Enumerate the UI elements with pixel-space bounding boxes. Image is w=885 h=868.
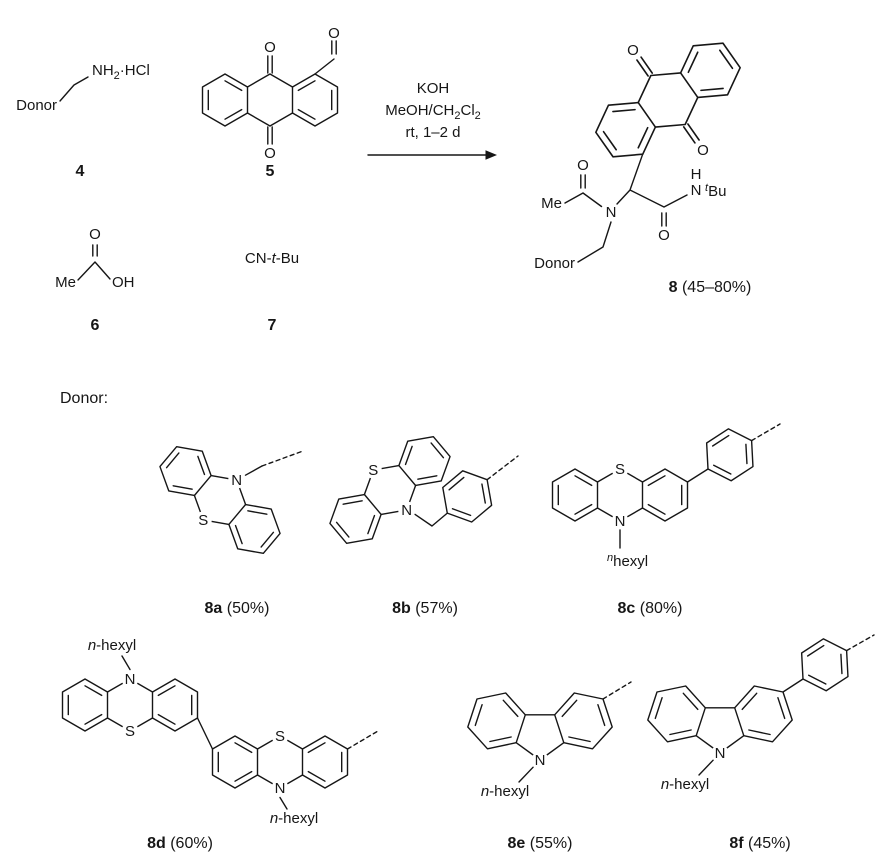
donor-8f-label: 8f (45%) <box>729 835 790 852</box>
donor-8f: N n-hexyl 8f (45%) <box>647 631 875 852</box>
backbone-bonds <box>564 153 688 263</box>
carbonyl-o-label: O <box>89 226 101 243</box>
product-8-label: 8 (45–80%) <box>669 279 752 296</box>
compound-7-number: 7 <box>268 317 277 334</box>
methyl-label: Me <box>55 274 76 291</box>
attachment-dash-bond <box>750 423 781 442</box>
compound-4: Donor NH2·HCl 4 <box>16 62 150 180</box>
attachment-dash-bond <box>845 634 875 652</box>
donor-8b-label: 8b (57%) <box>392 600 458 617</box>
sulfur-label: S <box>125 723 135 740</box>
n-hexyl-label: n-hexyl <box>88 637 136 654</box>
acetyl-o-label: O <box>577 157 589 174</box>
isocyanide-label: CN-t-Bu <box>245 250 299 267</box>
donor-8c-label: 8c (80%) <box>618 600 683 617</box>
linker-bond <box>244 465 263 476</box>
amide-nitrogen-label: N <box>606 204 617 221</box>
nitrogen-label: N <box>615 513 626 530</box>
anthraquinone-structure <box>575 14 760 186</box>
phenylene-ring <box>790 631 860 699</box>
nitrogen-label: N <box>125 671 136 688</box>
linker-bond <box>518 766 534 783</box>
methyl-label: Me <box>541 195 562 212</box>
quinone-o-bottom-label: O <box>697 142 709 159</box>
compound-5-number: 5 <box>266 163 275 180</box>
nh-hydrogen-label: H <box>691 166 702 183</box>
sulfur-label: S <box>198 512 208 529</box>
linker-bonds <box>619 468 709 549</box>
aldehyde-bonds <box>314 58 335 75</box>
nitrogen-label: N <box>401 502 412 519</box>
condition-line-1: KOH <box>417 80 450 97</box>
condition-line-3: rt, 1–2 d <box>405 124 460 141</box>
n-hexyl-label: n-hexyl <box>270 810 318 827</box>
quinone-o-top-label: O <box>264 39 276 56</box>
compound-7: CN-t-Bu 7 <box>245 250 299 334</box>
attachment-dash-bond <box>261 450 304 467</box>
compound-6-number: 6 <box>91 317 100 334</box>
donor-8d: N S n-hexyl S N n-hexyl 8d (60%) <box>63 637 379 852</box>
donor-label: Donor <box>16 97 57 114</box>
linker-bonds <box>414 512 448 527</box>
donor-8e: N n-hexyl 8e (55%) <box>467 681 632 852</box>
donor-8c: S N nhexyl 8c (80%) <box>553 421 781 617</box>
compound-6: O Me OH 6 <box>55 226 134 334</box>
product-8: O O N O Me Donor O H N tBu 8 (45–80%) <box>534 14 760 296</box>
quinone-o-bottom-label: O <box>264 145 276 162</box>
sulfur-label: S <box>275 728 285 745</box>
hydroxyl-label: OH <box>112 274 135 291</box>
phenylene-ring <box>695 421 765 489</box>
attachment-dash-bond <box>486 455 519 481</box>
sulfur-label: S <box>368 462 378 479</box>
linker-bonds <box>698 678 804 776</box>
tert-butyl-label: tBu <box>705 182 726 200</box>
reaction-conditions: KOH MeOH/CH2Cl2 rt, 1–2 d <box>367 80 497 160</box>
nitrogen-label: N <box>231 472 242 489</box>
anthraquinone-structure <box>203 56 338 144</box>
donor-8e-label: 8e (55%) <box>508 835 573 852</box>
donor-section-title: Donor: <box>60 390 108 407</box>
compound-4-number: 4 <box>76 163 85 180</box>
compound-5: O O O 5 <box>203 25 340 180</box>
phenothiazine-structure <box>146 430 294 570</box>
donor-label: Donor <box>534 255 575 272</box>
amine-hydrochloride-label: NH2·HCl <box>92 62 150 82</box>
donor-8a-label: 8a (50%) <box>205 600 270 617</box>
nitrogen-label: N <box>715 745 726 762</box>
n-hexyl-label: n-hexyl <box>481 783 529 800</box>
nitrogen-label: N <box>275 780 286 797</box>
reaction-arrow-head <box>485 150 497 160</box>
nh-nitrogen-label: N <box>691 182 702 199</box>
n-hexyl-label: nhexyl <box>607 552 648 570</box>
phenothiazine-structure <box>316 420 464 560</box>
donor-8a: N S 8a (50%) <box>146 430 304 617</box>
bonds <box>59 76 89 102</box>
nitrogen-label: N <box>535 752 546 769</box>
attachment-dash-bond <box>346 730 379 750</box>
quinone-o-top-label: O <box>627 42 639 59</box>
sulfur-label: S <box>615 461 625 478</box>
linker-bonds <box>121 655 288 810</box>
amide-o-label: O <box>658 227 670 244</box>
donor-8d-label: 8d (60%) <box>147 835 213 852</box>
attachment-dash-bond <box>602 681 632 700</box>
condition-line-2: MeOH/CH2Cl2 <box>385 102 481 122</box>
phenylene-ring <box>432 461 503 532</box>
donor-8b: N S 8b (57%) <box>316 420 519 617</box>
aldehyde-o-label: O <box>328 25 340 42</box>
n-hexyl-label: n-hexyl <box>661 776 709 793</box>
bonds <box>77 261 111 281</box>
